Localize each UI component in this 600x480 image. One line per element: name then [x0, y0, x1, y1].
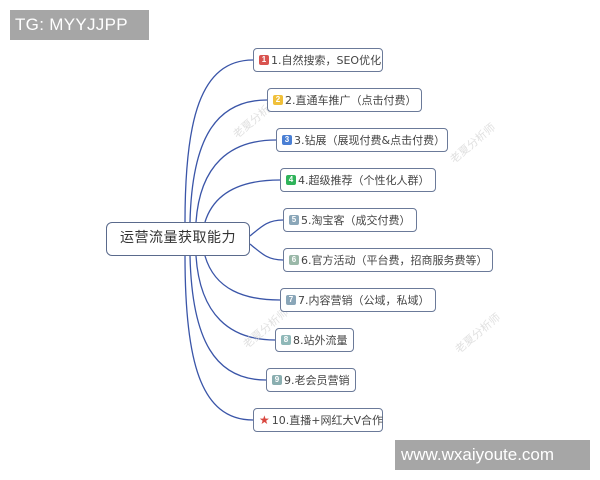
- priority-2-icon: 2: [273, 95, 283, 105]
- branch-label: 2.直通车推广（点击付费）: [285, 93, 417, 107]
- branch-label: 4.超级推荐（个性化人群）: [298, 173, 430, 187]
- star-icon: ★: [259, 413, 270, 427]
- priority-3-icon: 3: [282, 135, 292, 145]
- branch-label: 6.官方活动（平台费，招商服务费等）: [301, 253, 488, 267]
- branch-node-2[interactable]: 2 2.直通车推广（点击付费）: [267, 88, 422, 112]
- priority-9-icon: 9: [272, 375, 282, 385]
- branch-label: 5.淘宝客（成交付费）: [301, 213, 411, 227]
- central-topic-node[interactable]: 运营流量获取能力: [106, 222, 250, 256]
- branch-node-8[interactable]: 8 8.站外流量: [275, 328, 354, 352]
- branch-label: 1.自然搜索，SEO优化: [271, 53, 382, 67]
- branch-node-9[interactable]: 9 9.老会员营销: [266, 368, 356, 392]
- branch-node-4[interactable]: 4 4.超级推荐（个性化人群）: [280, 168, 436, 192]
- branch-label: 8.站外流量: [293, 333, 348, 347]
- priority-7-icon: 7: [286, 295, 296, 305]
- priority-6-icon: 6: [289, 255, 299, 265]
- priority-5-icon: 5: [289, 215, 299, 225]
- branch-node-7[interactable]: 7 7.内容营销（公域，私域）: [280, 288, 436, 312]
- branch-label: 7.内容营销（公域，私域）: [298, 293, 430, 307]
- branch-node-6[interactable]: 6 6.官方活动（平台费，招商服务费等）: [283, 248, 493, 272]
- branch-node-3[interactable]: 3 3.钻展（展现付费&点击付费）: [276, 128, 448, 152]
- branch-node-5[interactable]: 5 5.淘宝客（成交付费）: [283, 208, 417, 232]
- bottom-url-overlay: www.wxaiyoute.com: [395, 440, 590, 470]
- priority-1-icon: 1: [259, 55, 269, 65]
- priority-4-icon: 4: [286, 175, 296, 185]
- branch-node-1[interactable]: 1 1.自然搜索，SEO优化: [253, 48, 383, 72]
- branch-label: 3.钻展（展现付费&点击付费）: [294, 133, 446, 147]
- branch-node-10[interactable]: ★ 10.直播+网红大V合作: [253, 408, 383, 432]
- priority-8-icon: 8: [281, 335, 291, 345]
- branch-label: 10.直播+网红大V合作: [271, 413, 384, 427]
- branch-label: 9.老会员营销: [284, 373, 350, 387]
- top-tag-overlay: TG: MYYJJPP: [10, 10, 149, 40]
